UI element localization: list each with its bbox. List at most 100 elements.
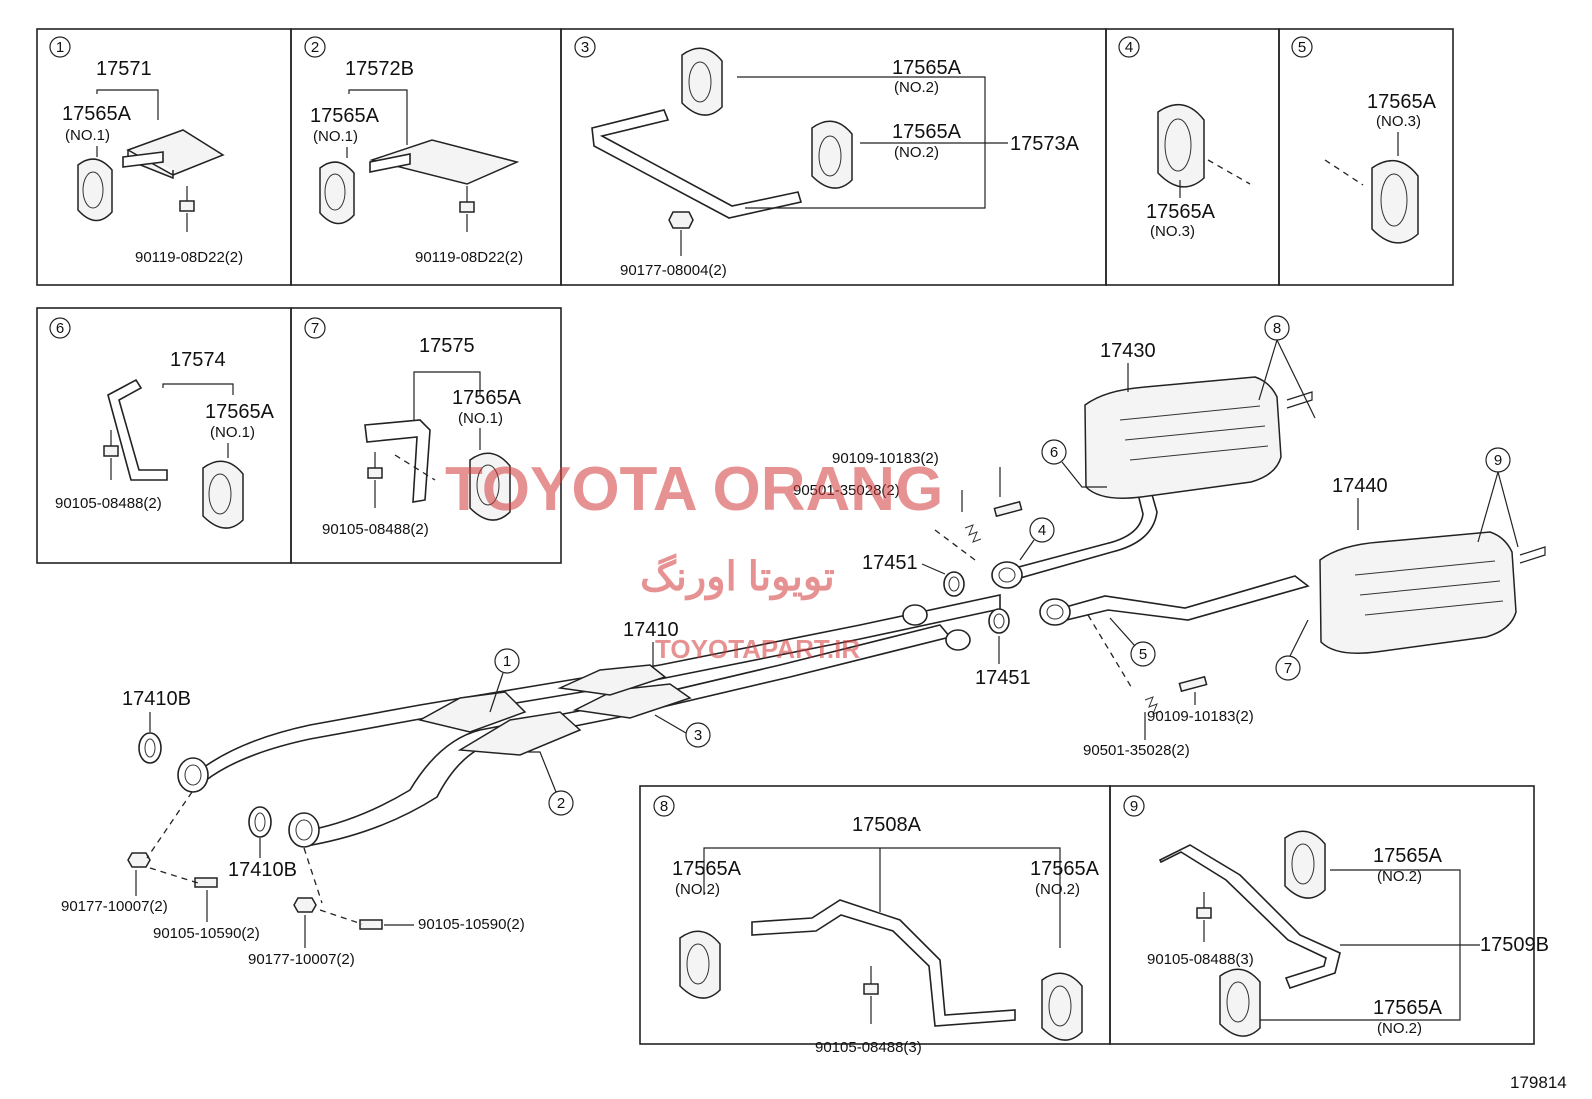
inset-callout-3: 3 bbox=[574, 36, 596, 58]
hanger-rod-icon bbox=[364, 419, 431, 503]
part-number-17565A-top: 17565A bbox=[892, 57, 962, 79]
part-number-17565A-right: 17565A bbox=[1030, 858, 1100, 880]
svg-text:8: 8 bbox=[1273, 320, 1281, 337]
part-number-17565A: 17565A bbox=[310, 105, 380, 127]
inset-5-content: 17565A (NO.3) bbox=[1324, 91, 1437, 244]
hanger-rod-icon bbox=[591, 109, 803, 219]
inset-box-9 bbox=[1109, 785, 1535, 1045]
flange-front-right bbox=[288, 812, 320, 848]
part-number-17565A-left: 17565A bbox=[672, 858, 742, 880]
catalytic-converter-lower bbox=[457, 711, 582, 756]
flange-front-left bbox=[177, 757, 209, 793]
part-number-90501-35028-a: 90501-35028(2) bbox=[793, 482, 900, 499]
part-sub-no1: (NO.1) bbox=[313, 128, 358, 145]
bolt-icon bbox=[993, 500, 1023, 518]
hanger-rod-icon bbox=[751, 899, 1016, 1027]
front-pipe-lower bbox=[309, 624, 952, 846]
part-number-17565A: 17565A bbox=[205, 401, 275, 423]
part-sub-no3: (NO.3) bbox=[1150, 223, 1195, 240]
part-number-90105-08488: 90105-08488(3) bbox=[1147, 951, 1254, 968]
inset-box-7 bbox=[290, 307, 562, 564]
part-number-90109-10183-a: 90109-10183(2) bbox=[832, 450, 939, 467]
svg-text:9: 9 bbox=[1494, 452, 1502, 469]
svg-text:5: 5 bbox=[1139, 646, 1147, 663]
svg-text:6: 6 bbox=[1050, 444, 1058, 461]
part-sub-no1: (NO.1) bbox=[458, 410, 503, 427]
nut-icon bbox=[668, 211, 694, 229]
gasket-17410B-a bbox=[138, 732, 162, 764]
flange-rear-a bbox=[991, 561, 1023, 589]
part-number-17565A: 17565A bbox=[62, 103, 132, 125]
inset-callout-8: 8 bbox=[653, 795, 675, 817]
svg-text:1: 1 bbox=[56, 39, 64, 56]
inset-callout-2: 2 bbox=[304, 36, 326, 58]
bolt-icon bbox=[367, 467, 383, 479]
part-number-17509B: 17509B bbox=[1480, 934, 1549, 956]
part-sub-no2-left: (NO.2) bbox=[675, 881, 720, 898]
hanger-bracket-icon bbox=[126, 129, 225, 180]
callout-4: 4 bbox=[1019, 517, 1055, 561]
part-number-17573A: 17573A bbox=[1010, 133, 1080, 155]
watermark-site: TOYOTAPART.IR bbox=[655, 634, 860, 664]
part-sub-no2-mid: (NO.2) bbox=[894, 144, 939, 161]
rubber-mount-icon bbox=[1371, 159, 1419, 244]
svg-text:3: 3 bbox=[581, 39, 589, 56]
flange-center-a bbox=[902, 604, 928, 626]
part-number-90105-08488: 90105-08488(3) bbox=[815, 1039, 922, 1056]
part-number-17565A: 17565A bbox=[452, 387, 522, 409]
part-sub-no3: (NO.3) bbox=[1376, 113, 1421, 130]
svg-text:6: 6 bbox=[56, 320, 64, 337]
svg-text:9: 9 bbox=[1130, 798, 1138, 815]
part-number-90177-10007-a: 90177-10007(2) bbox=[61, 898, 168, 915]
gasket-17451-a bbox=[943, 571, 965, 597]
svg-text:8: 8 bbox=[660, 798, 668, 815]
inset-3-content: 17565A (NO.2) 17565A (NO.2) 17573A 90177… bbox=[591, 47, 1080, 279]
catalytic-converter-upper bbox=[417, 691, 527, 733]
part-number-17440: 17440 bbox=[1332, 475, 1388, 497]
svg-text:7: 7 bbox=[311, 320, 319, 337]
part-sub-no2-top: (NO.2) bbox=[894, 79, 939, 96]
part-number-17451-a: 17451 bbox=[862, 552, 918, 574]
part-number-17565A-mid: 17565A bbox=[892, 121, 962, 143]
svg-text:7: 7 bbox=[1284, 660, 1292, 677]
rubber-mount-icon bbox=[811, 120, 853, 189]
nut-icon bbox=[293, 897, 317, 913]
callout-1: 1 bbox=[489, 648, 520, 713]
part-sub-no1: (NO.1) bbox=[210, 424, 255, 441]
part-sub-no2-bottom: (NO.2) bbox=[1377, 1020, 1422, 1037]
watermark-persian: تویوتا اورنگ bbox=[640, 553, 835, 601]
part-number-90105-10590-a: 90105-10590(2) bbox=[153, 925, 260, 942]
bolt-icon bbox=[459, 201, 475, 213]
svg-text:2: 2 bbox=[311, 39, 319, 56]
rubber-mount-icon bbox=[1219, 968, 1261, 1037]
callout-9: 9 bbox=[1477, 447, 1519, 548]
part-sub-no2-right: (NO.2) bbox=[1035, 881, 1080, 898]
part-number-17565A: 17565A bbox=[1146, 201, 1216, 223]
callout-6: 6 bbox=[1041, 439, 1107, 488]
inset-callout-7: 7 bbox=[304, 317, 326, 339]
flange-center-b bbox=[945, 629, 971, 651]
part-number-17410B-a: 17410B bbox=[122, 688, 191, 710]
part-sub-no1: (NO.1) bbox=[65, 127, 110, 144]
part-number-17508A: 17508A bbox=[852, 814, 922, 836]
part-number-17410: 17410 bbox=[623, 619, 679, 641]
part-number-17574: 17574 bbox=[170, 349, 226, 371]
rubber-mount-icon bbox=[1284, 830, 1326, 899]
gasket-17410B-b bbox=[248, 806, 272, 838]
watermark-title: TOYOTA ORANG bbox=[445, 455, 943, 524]
part-sub-no2-top: (NO.2) bbox=[1377, 868, 1422, 885]
svg-text:3: 3 bbox=[694, 727, 702, 744]
part-number-90177-10007-b: 90177-10007(2) bbox=[248, 951, 355, 968]
part-number-90177-08004: 90177-08004(2) bbox=[620, 262, 727, 279]
rubber-mount-icon bbox=[469, 452, 511, 521]
part-number-90119: 90119-08D22(2) bbox=[415, 249, 523, 266]
inset-7-content: 17575 17565A (NO.1) 90105-08488(2) bbox=[322, 335, 522, 538]
bolt-icon bbox=[359, 919, 383, 930]
hanger-rod-icon bbox=[107, 378, 168, 481]
spring-icon bbox=[1144, 696, 1162, 715]
part-number-90105-10590-b: 90105-10590(2) bbox=[418, 916, 525, 933]
svg-text:2: 2 bbox=[557, 795, 565, 812]
inset-8-content: 17508A 17565A (NO.2) 17565A (NO.2) 90105… bbox=[672, 814, 1100, 1056]
part-number-17572B: 17572B bbox=[345, 58, 414, 80]
hanger-rod-icon bbox=[1158, 844, 1341, 989]
